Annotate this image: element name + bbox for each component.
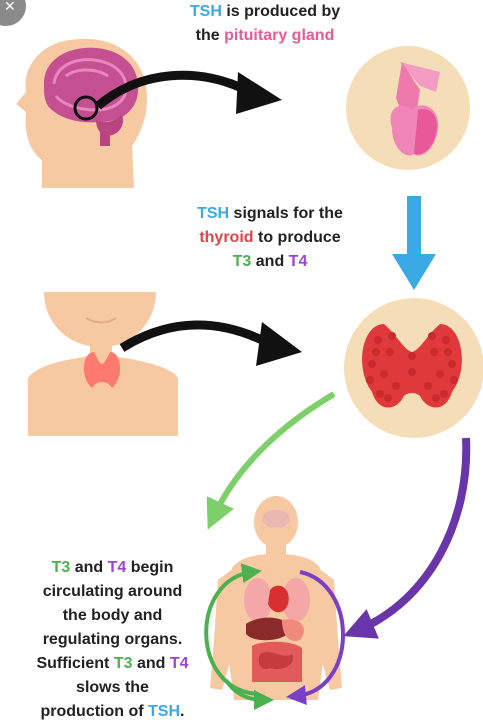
thyroid-cell-dot	[440, 390, 448, 398]
arrow-feedback-to-body	[343, 437, 471, 639]
thyroid-cell-dot	[372, 348, 380, 356]
arrow-pituitary-to-thyroid	[392, 196, 436, 290]
caption-step-3-line-3: the body and	[62, 607, 163, 624]
thyroid-cell-dot	[408, 368, 416, 376]
cycle-arrow-green	[204, 563, 262, 696]
caption-step-1-line-2: the pituitary gland	[195, 27, 335, 44]
thyroid-cell-dot	[432, 394, 440, 402]
thyroid-cell-dot	[384, 394, 392, 402]
thyroid-cell-dot	[368, 360, 376, 368]
pituitary-gland-icon	[346, 46, 470, 170]
caption-step-3-line-1: T3 and T4 begin	[51, 559, 174, 576]
caption-step-1-line-1: TSH is produced by	[189, 3, 341, 20]
thyroid-cell-dot	[376, 390, 384, 398]
thyroid-cell-dot	[392, 382, 400, 390]
close-icon[interactable]: ✕	[0, 0, 26, 26]
thyroid-cell-dot	[424, 382, 432, 390]
thyroid-cell-dot	[448, 360, 456, 368]
thyroid-cell-dot	[374, 336, 382, 344]
caption-step-1: TSH is produced by the pituitary gland	[150, 0, 380, 48]
thyroid-gland-icon	[344, 298, 483, 438]
thyroid-cell-dot	[442, 336, 450, 344]
caption-step-3: T3 and T4 begin circulating around the b…	[10, 556, 215, 720]
caption-step-2-line-1: TSH signals for the	[197, 205, 343, 222]
body-organs-icon	[210, 496, 342, 700]
caption-step-3-line-4: regulating organs.	[42, 631, 183, 648]
cycle-arrow-green-bottom	[224, 678, 274, 710]
caption-step-2-line-2: thyroid to produce	[199, 229, 341, 246]
caption-step-3-line-2: circulating around	[42, 583, 183, 600]
caption-step-2: TSH signals for the thyroid to produce T…	[170, 202, 370, 274]
caption-step-3-line-5: Sufficient T3 and T4	[36, 655, 189, 672]
thyroid-cell-dot	[388, 332, 396, 340]
arrow-thyroid-to-body	[206, 391, 336, 530]
thyroid-cell-dot	[408, 352, 416, 360]
thyroid-cell-dot	[380, 370, 388, 378]
thyroid-cell-dot	[428, 332, 436, 340]
head-brain-icon	[16, 38, 148, 189]
caption-step-3-line-7: production of TSH.	[40, 703, 185, 720]
thyroid-cell-dot	[430, 348, 438, 356]
thyroid-cell-dot	[386, 348, 394, 356]
thyroid-cell-dot	[366, 376, 374, 384]
neck-thyroid-icon	[28, 292, 178, 436]
cycle-arrow-purple	[286, 570, 345, 705]
pituitary-highlight-ring	[73, 95, 99, 121]
arrow-brain-to-pituitary	[95, 70, 282, 114]
thyroid-cell-dot	[436, 370, 444, 378]
caption-step-2-line-3: T3 and T4	[232, 253, 308, 270]
caption-step-3-line-6: slows the	[76, 679, 149, 696]
thyroid-cell-dot	[444, 348, 452, 356]
thyroid-cell-dot	[450, 376, 458, 384]
arrow-neck-to-thyroid	[119, 320, 302, 366]
